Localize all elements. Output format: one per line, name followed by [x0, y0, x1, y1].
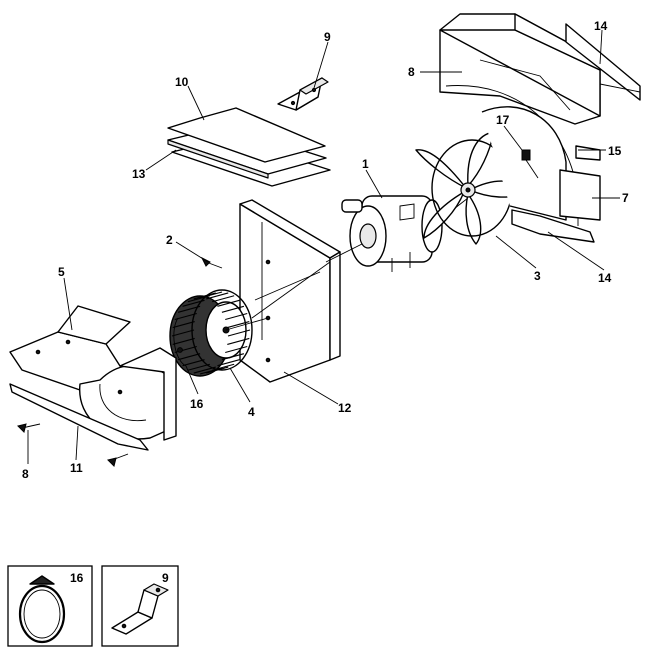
callout-15: 15 [608, 144, 622, 158]
callout-9: 9 [324, 30, 331, 44]
part-9-bracket [277, 77, 329, 111]
wheel-vane [177, 305, 201, 313]
shroud-housing [439, 13, 641, 243]
part-5-scroll-housing [9, 305, 177, 441]
wheel-vane [225, 312, 248, 321]
wheel-vane [225, 345, 248, 354]
wheel-vane [193, 292, 216, 300]
wheel-vane [171, 329, 195, 337]
detail-box-9: 9 [101, 565, 179, 647]
wheel-vane [174, 312, 197, 321]
part-11-base-strip [9, 383, 149, 451]
screws [17, 256, 223, 467]
callout-14-bottom: 14 [598, 271, 612, 285]
part-12-bulkhead [239, 199, 341, 383]
wheel-vane [227, 337, 250, 345]
callout-17: 17 [496, 113, 510, 127]
wheel-vane [172, 337, 195, 345]
assembly-lines [225, 261, 331, 331]
part-10-13-filters [167, 107, 331, 187]
callout-10: 10 [175, 75, 189, 89]
leader-lines [27, 29, 620, 464]
wheel-vane [221, 305, 245, 313]
callout-2: 2 [166, 233, 173, 247]
callout-labels: 9 10 13 1 2 5 8 14 17 15 7 3 14 16 4 12 … [22, 19, 629, 481]
callout-7: 7 [622, 191, 629, 205]
wheel-vane [193, 366, 216, 374]
wheel-vane [182, 359, 205, 367]
wheel-vane [172, 321, 195, 329]
wheel-vane [212, 295, 235, 303]
part-16-clip [173, 317, 187, 367]
wheel-vane [227, 329, 251, 337]
wheel-vane [199, 367, 223, 375]
callout-14-top: 14 [594, 19, 608, 33]
callout-16: 16 [190, 397, 204, 411]
wheel-vane [217, 359, 240, 367]
wheel-vane [182, 299, 205, 307]
wheel-vane [199, 291, 223, 299]
callout-8-bottom: 8 [22, 467, 29, 481]
wheel-vane [206, 366, 229, 374]
callout-11: 11 [70, 461, 83, 475]
detail-box-9-label: 9 [162, 571, 169, 585]
callout-13: 13 [132, 167, 146, 181]
wheel-vane [221, 353, 245, 361]
callout-5: 5 [58, 265, 65, 279]
callout-8-top: 8 [408, 65, 415, 79]
part-3-fan [415, 131, 529, 245]
wheel-vane [177, 353, 201, 361]
callout-1: 1 [362, 157, 369, 171]
detail-box-16-label: 16 [70, 571, 84, 585]
callout-12: 12 [338, 401, 352, 415]
wheel-vane [206, 292, 229, 300]
wheel-vane [227, 321, 250, 329]
callout-4: 4 [248, 405, 255, 419]
part-1-motor [325, 195, 469, 272]
wheel-vane [217, 299, 240, 307]
callout-3: 3 [534, 269, 541, 283]
wheel-vane [187, 363, 210, 371]
detail-box-16: 16 [7, 565, 93, 647]
